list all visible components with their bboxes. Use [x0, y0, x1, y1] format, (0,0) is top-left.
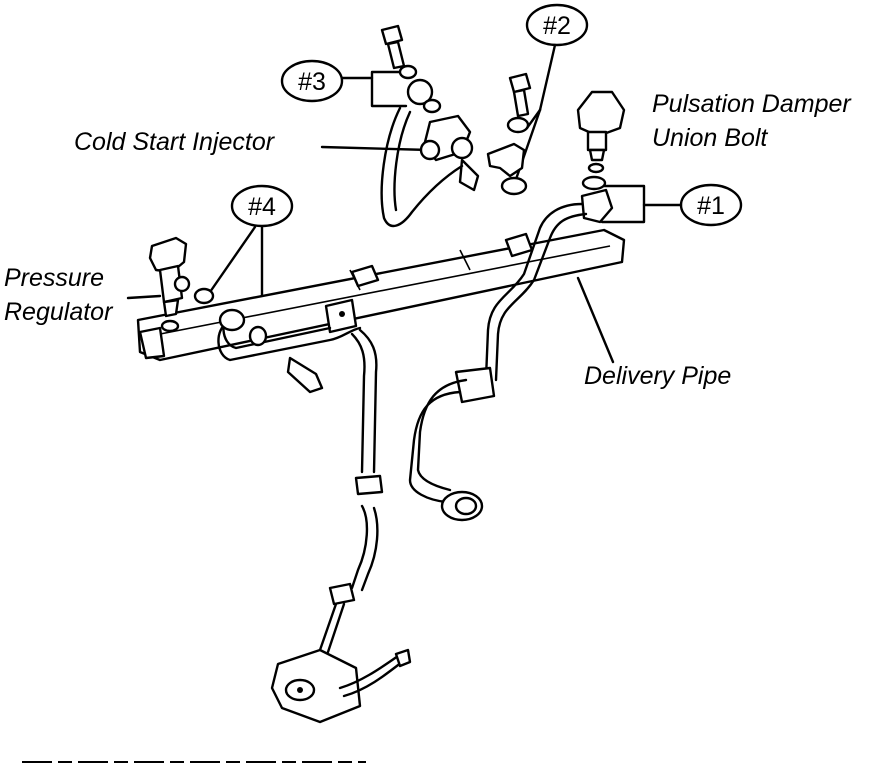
fuel-hose-part — [270, 328, 412, 724]
callout-1: #1 — [679, 183, 743, 227]
return-line-part — [217, 308, 362, 394]
leader-lines — [126, 43, 683, 364]
label-delivery-pipe: Delivery Pipe — [584, 362, 731, 390]
label-union-bolt: Union Bolt — [652, 124, 768, 152]
label-regulator: Regulator — [4, 298, 114, 326]
callout-1-text: #1 — [697, 192, 725, 220]
fuel-inlet-pipe-part — [408, 202, 588, 522]
label-pulsation-damper: Pulsation Damper — [652, 90, 852, 118]
callout-4: #4 — [230, 184, 294, 228]
label-cold-start-injector: Cold Start Injector — [74, 128, 276, 156]
callout-4-text: #4 — [248, 193, 276, 221]
cold-start-injector-part — [380, 24, 532, 228]
pressure-regulator-part — [148, 236, 215, 318]
callout-3-text: #3 — [298, 68, 326, 96]
callout-3: #3 — [280, 59, 344, 103]
label-pressure: Pressure — [4, 264, 104, 292]
callout-2: #2 — [525, 3, 589, 47]
callout-2-text: #2 — [543, 12, 571, 40]
